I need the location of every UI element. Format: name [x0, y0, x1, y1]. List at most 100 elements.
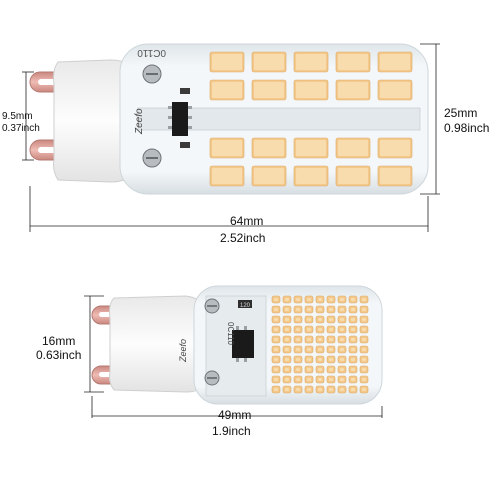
led-chip-core [338, 140, 368, 156]
led-chip-core [340, 318, 344, 321]
large-bulb-pcb [137, 107, 421, 131]
led-chip-core [340, 378, 344, 381]
large-bulb-led-grid [209, 51, 413, 187]
led-chip-core [329, 328, 333, 331]
led-chip-core [362, 358, 366, 361]
large-bulb: 0C110 Zeefo [29, 43, 429, 195]
led-chip-core [285, 368, 289, 371]
led-chip-core [351, 338, 355, 341]
led-chip-core [296, 328, 300, 331]
led-chip-core [254, 82, 284, 98]
led-chip-core [338, 82, 368, 98]
led-chip-core [296, 388, 300, 391]
large-pin-mm-label: 9.5mm [2, 111, 33, 122]
led-chip-core [274, 328, 278, 331]
led-chip-core [340, 388, 344, 391]
led-chip-core [329, 348, 333, 351]
small-height-inch-label: 0.63inch [36, 348, 82, 362]
led-chip-core [307, 358, 311, 361]
led-chip-core [362, 368, 366, 371]
led-chip-core [285, 338, 289, 341]
small-dimensions [84, 295, 383, 418]
led-chip-core [296, 368, 300, 371]
led-chip-core [307, 318, 311, 321]
led-chip-core [274, 348, 278, 351]
large-height-inch-label: 0.98inch [444, 121, 490, 135]
led-chip-core [274, 368, 278, 371]
led-chip-core [285, 388, 289, 391]
led-chip-core [380, 168, 410, 184]
led-chip-core [340, 328, 344, 331]
led-chip-core [362, 348, 366, 351]
small-height-mm-label: 16mm [42, 334, 76, 348]
led-chip-core [351, 378, 355, 381]
small-length-inch-label: 1.9inch [212, 424, 251, 438]
small-bulb-chip-leads [236, 326, 247, 362]
led-chip-core [329, 318, 333, 321]
led-chip-core [285, 318, 289, 321]
small-bulb-brand-marking: Zeefo [178, 339, 188, 363]
led-chip-core [274, 308, 278, 311]
small-bulb-led-grid [271, 295, 369, 394]
led-chip-core [296, 378, 300, 381]
led-chip-core [318, 358, 322, 361]
large-bulb-voltage-marking: 0C110 [137, 47, 166, 58]
led-chip-core [329, 368, 333, 371]
led-chip-core [318, 348, 322, 351]
led-chip-core [318, 308, 322, 311]
led-chip-core [296, 308, 300, 311]
led-chip-core [351, 328, 355, 331]
led-chip-core [212, 54, 242, 70]
led-chip-core [351, 318, 355, 321]
led-chip-core [351, 298, 355, 301]
led-chip-core [340, 298, 344, 301]
large-bulb-screw-top [142, 64, 162, 84]
led-chip-core [380, 140, 410, 156]
led-chip-core [362, 388, 366, 391]
small-bulb-driver-chip [232, 330, 254, 358]
led-chip-core [274, 298, 278, 301]
small-length-mm-label: 49mm [218, 408, 252, 422]
small-bulb-chip-marking: 120 [240, 303, 251, 309]
led-chip-core [340, 308, 344, 311]
led-chip-core [318, 368, 322, 371]
led-chip-core [296, 82, 326, 98]
led-chip-core [338, 54, 368, 70]
led-chip-core [351, 388, 355, 391]
small-bulb-voltage-marking: 0C110 [226, 322, 235, 346]
led-chip-core [318, 298, 322, 301]
led-chip-core [318, 328, 322, 331]
led-chip-core [285, 308, 289, 311]
led-chip-core [362, 318, 366, 321]
led-chip-core [296, 348, 300, 351]
led-chip-core [338, 168, 368, 184]
led-chip-core [380, 82, 410, 98]
led-chip-core [329, 358, 333, 361]
led-chip-core [351, 368, 355, 371]
large-height-mm-label: 25mm [444, 106, 478, 120]
large-bulb-component [180, 142, 190, 148]
led-chip-core [274, 358, 278, 361]
led-chip-core [285, 328, 289, 331]
small-bulb-screw-bottom [204, 370, 220, 386]
led-chip-core [296, 298, 300, 301]
led-chip-core [307, 378, 311, 381]
led-chip-core [285, 348, 289, 351]
led-chip-core [318, 338, 322, 341]
led-chip-core [362, 378, 366, 381]
large-bulb-component [180, 88, 190, 94]
led-chip-core [307, 338, 311, 341]
large-bulb-chip-leads [168, 106, 192, 129]
led-chip-core [362, 328, 366, 331]
led-chip-core [318, 318, 322, 321]
led-chip-core [340, 338, 344, 341]
led-chip-core [318, 378, 322, 381]
large-bulb-brand-marking: Zeefo [134, 108, 145, 135]
led-chip-core [307, 388, 311, 391]
led-chip-core [329, 378, 333, 381]
led-chip-core [307, 298, 311, 301]
led-chip-core [212, 82, 242, 98]
led-chip-core [307, 308, 311, 311]
led-chip-core [340, 348, 344, 351]
